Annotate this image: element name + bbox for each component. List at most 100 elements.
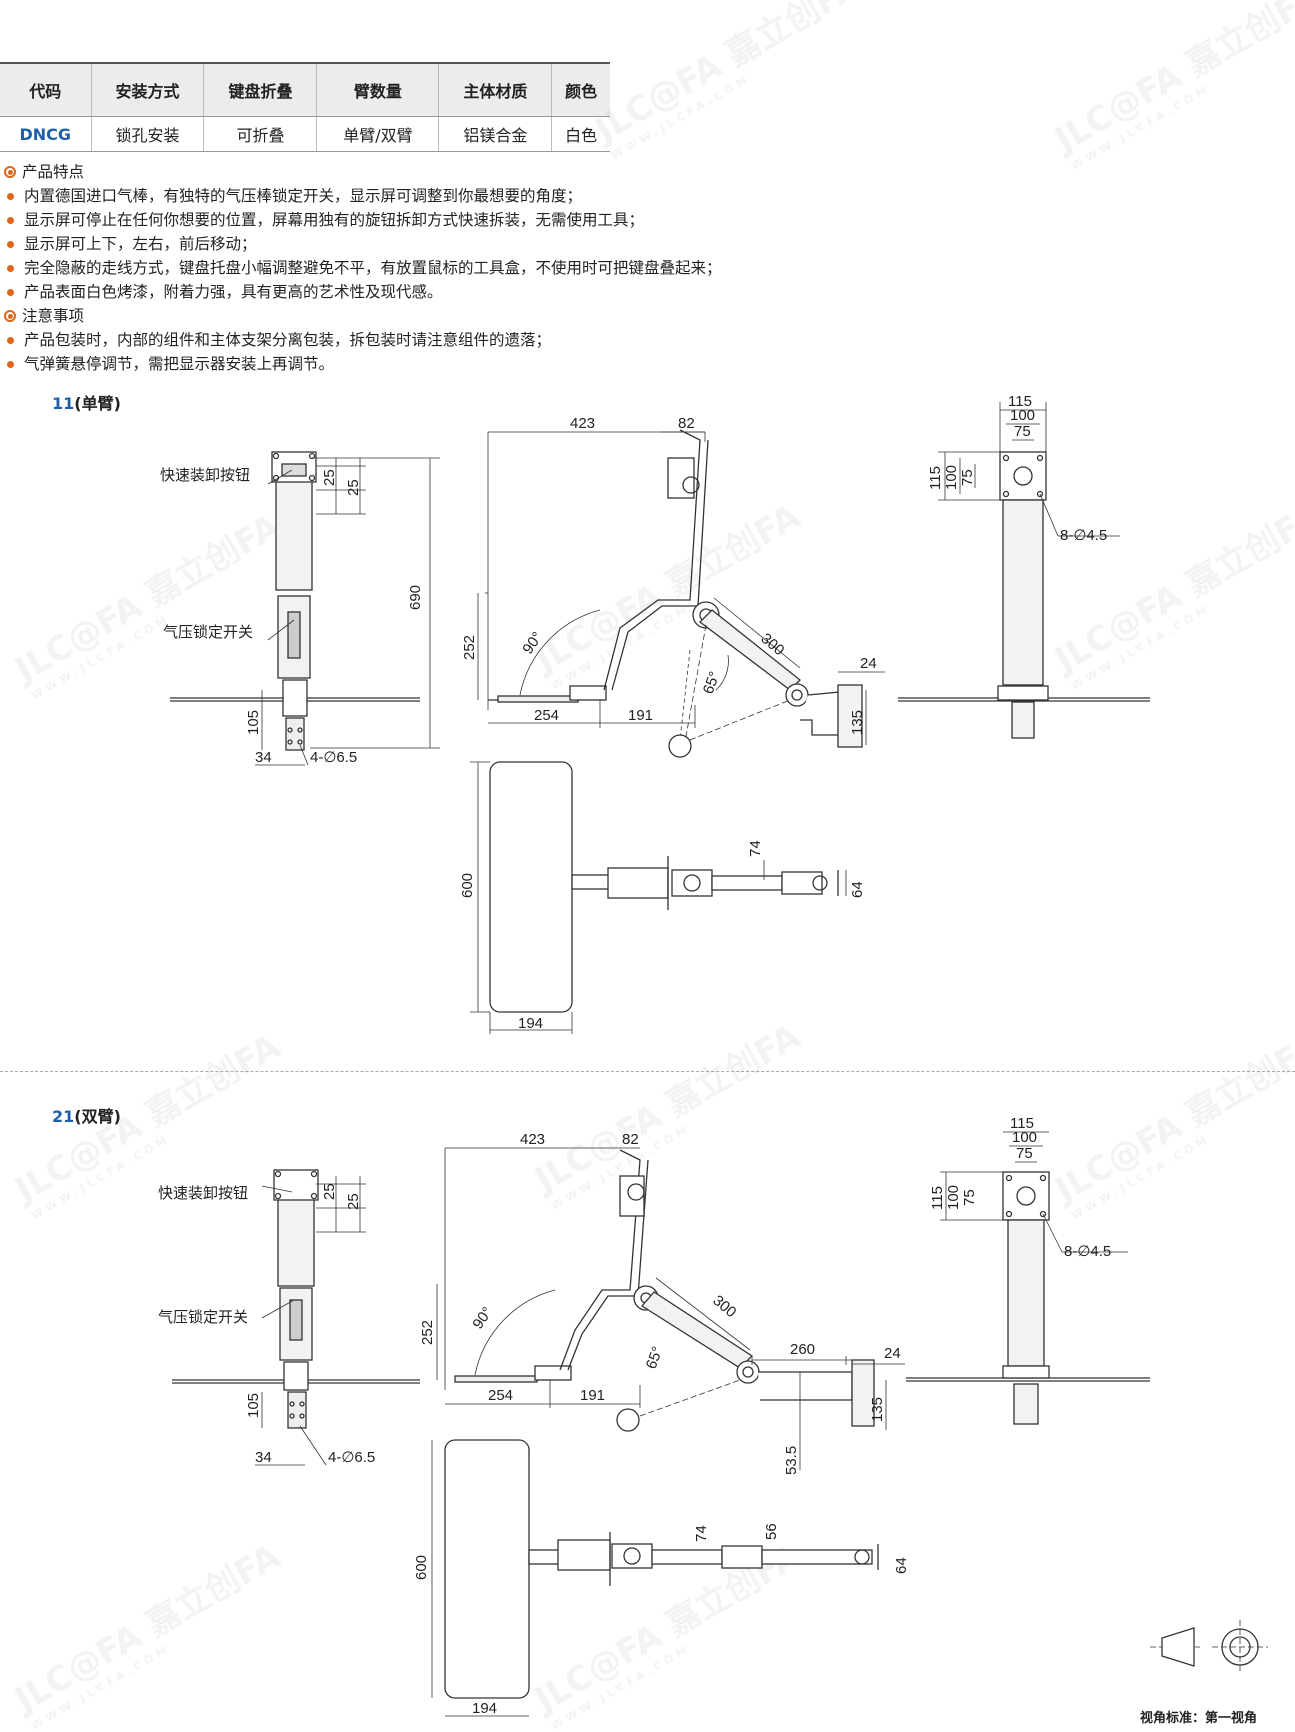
side-view-double: 90° 65° 300 252 254 191 423 82 260 24 13…	[419, 1131, 905, 1475]
dim-65: 65°	[643, 1344, 667, 1371]
dim-300: 300	[709, 1292, 739, 1321]
label-quick-release: 快速装卸按钮	[160, 467, 250, 484]
label-holes-b: 8-∅4.5	[1060, 527, 1107, 544]
dim-135: 135	[849, 710, 866, 735]
header-code: 代码	[0, 62, 92, 117]
header-material: 主体材质	[438, 62, 553, 117]
dim-25: 25	[345, 479, 362, 496]
label-holes-b: 8-∅4.5	[1064, 1243, 1111, 1260]
dim-100: 100	[1010, 407, 1035, 424]
feature-item: 完全隐蔽的走线方式，键盘托盘小幅调整避免不平，有放置鼠标的工具盒，不使用时可把键…	[4, 256, 722, 280]
dim-24: 24	[860, 655, 877, 672]
dim-75: 75	[961, 1189, 978, 1206]
dim-600: 600	[459, 873, 476, 898]
dim-115: 115	[1008, 393, 1032, 410]
spec-header-row: 代码 安装方式 键盘折叠 臂数量 主体材质 颜色	[0, 62, 610, 117]
dim-65: 65°	[700, 669, 724, 696]
bullet-icon	[7, 360, 14, 368]
label-holes-a: 4-∅6.5	[328, 1449, 375, 1466]
dim-75: 75	[959, 469, 976, 486]
side-view-single: 90° 65° 300 252 254 191 423 82 24 135	[461, 415, 885, 758]
projection-symbol	[1150, 1620, 1268, 1674]
dim-600: 600	[413, 1555, 430, 1580]
dim-82: 82	[622, 1131, 639, 1148]
header-color: 颜色	[551, 62, 610, 117]
target-icon	[4, 310, 16, 322]
dim-115: 115	[1010, 1115, 1034, 1132]
dim-100: 100	[945, 1185, 962, 1210]
right-view-single: 115 100 75 115 100 75 8-∅4.5	[898, 393, 1150, 739]
dim-100: 100	[1012, 1129, 1037, 1146]
dim-191: 191	[628, 707, 653, 724]
target-icon	[4, 166, 16, 178]
section-divider	[0, 1071, 1295, 1072]
header-arms: 臂数量	[316, 62, 440, 117]
right-view-double: 115 100 75 115 100 75 8-∅4.5	[906, 1115, 1150, 1425]
model-label-double: 21(双臂)	[52, 1107, 121, 1126]
notes-heading: 注意事项	[4, 304, 722, 328]
model-label-single: 11(单臂)	[52, 394, 121, 413]
dim-25: 25	[321, 469, 338, 486]
bullet-icon	[7, 288, 14, 296]
dim-56: 56	[763, 1523, 780, 1540]
cell-color: 白色	[551, 116, 610, 152]
cell-keyboard: 可折叠	[203, 116, 318, 152]
front-view-single: 690 25 25 105 34 4-∅6.5 快速装卸按钮 气压锁定开关	[160, 451, 440, 766]
dim-100: 100	[943, 465, 960, 490]
bullet-icon	[7, 336, 14, 344]
dim-254: 254	[488, 1387, 513, 1404]
label-holes-a: 4-∅6.5	[310, 749, 357, 766]
dim-423: 423	[520, 1131, 545, 1148]
dim-74: 74	[693, 1525, 710, 1542]
dim-75: 75	[1014, 423, 1031, 440]
dim-105: 105	[245, 710, 262, 735]
spec-table: 代码 安装方式 键盘折叠 臂数量 主体材质 颜色 DNCG 锁孔安装 可折叠 单…	[0, 62, 610, 152]
dim-25: 25	[345, 1193, 362, 1210]
label-gas-lock: 气压锁定开关	[158, 1309, 248, 1326]
dim-690: 690	[407, 585, 424, 610]
feature-item: 显示屏可上下，左右，前后移动；	[4, 232, 722, 256]
dim-25: 25	[321, 1183, 338, 1200]
header-mount: 安装方式	[91, 62, 205, 117]
dim-82: 82	[678, 415, 695, 432]
bullet-icon	[7, 192, 14, 200]
cell-arms: 单臂/双臂	[316, 116, 440, 152]
features-heading: 产品特点	[4, 160, 722, 184]
note-item: 气弹簧悬停调节，需把显示器安装上再调节。	[4, 352, 722, 376]
projection-standard-label: 视角标准：第一视角	[1140, 1711, 1258, 1726]
dim-252: 252	[419, 1320, 436, 1345]
label-gas-lock: 气压锁定开关	[163, 624, 253, 641]
dim-34: 34	[255, 749, 272, 766]
dim-24: 24	[884, 1345, 901, 1362]
spec-row: DNCG 锁孔安装 可折叠 单臂/双臂 铝镁合金 白色	[0, 116, 610, 152]
dim-105: 105	[245, 1393, 262, 1418]
dim-252: 252	[461, 635, 478, 660]
dim-115: 115	[929, 1186, 946, 1210]
top-view-single: 600 194 74 64	[459, 761, 866, 1034]
dim-194: 194	[518, 1015, 543, 1032]
feature-item: 内置德国进口气棒，有独特的气压棒锁定开关，显示屏可调整到你最想要的角度；	[4, 184, 722, 208]
dim-90: 90°	[519, 629, 546, 657]
cell-material: 铝镁合金	[438, 116, 553, 152]
dim-423: 423	[570, 415, 595, 432]
dim-135: 135	[869, 1397, 886, 1422]
dim-115: 115	[927, 466, 944, 490]
dim-90: 90°	[469, 1304, 496, 1332]
label-quick-release: 快速装卸按钮	[158, 1185, 248, 1202]
dim-260: 260	[790, 1341, 815, 1358]
bullet-icon	[7, 240, 14, 248]
cell-mount: 锁孔安装	[91, 116, 205, 152]
dim-34: 34	[255, 1449, 272, 1466]
header-keyboard: 键盘折叠	[203, 62, 318, 117]
dim-75: 75	[1016, 1145, 1033, 1162]
top-view-double: 600 194 74 56 64	[413, 1439, 910, 1717]
dim-64: 64	[893, 1557, 910, 1574]
feature-item: 产品表面白色烤漆，附着力强，具有更高的艺术性及现代感。	[4, 280, 722, 304]
note-item: 产品包装时，内部的组件和主体支架分离包装，拆包装时请注意组件的遗落；	[4, 328, 722, 352]
dim-191: 191	[580, 1387, 605, 1404]
cell-code: DNCG	[0, 116, 92, 152]
bullet-icon	[7, 264, 14, 272]
dim-53-5: 53.5	[783, 1446, 800, 1475]
dim-74: 74	[747, 840, 764, 857]
